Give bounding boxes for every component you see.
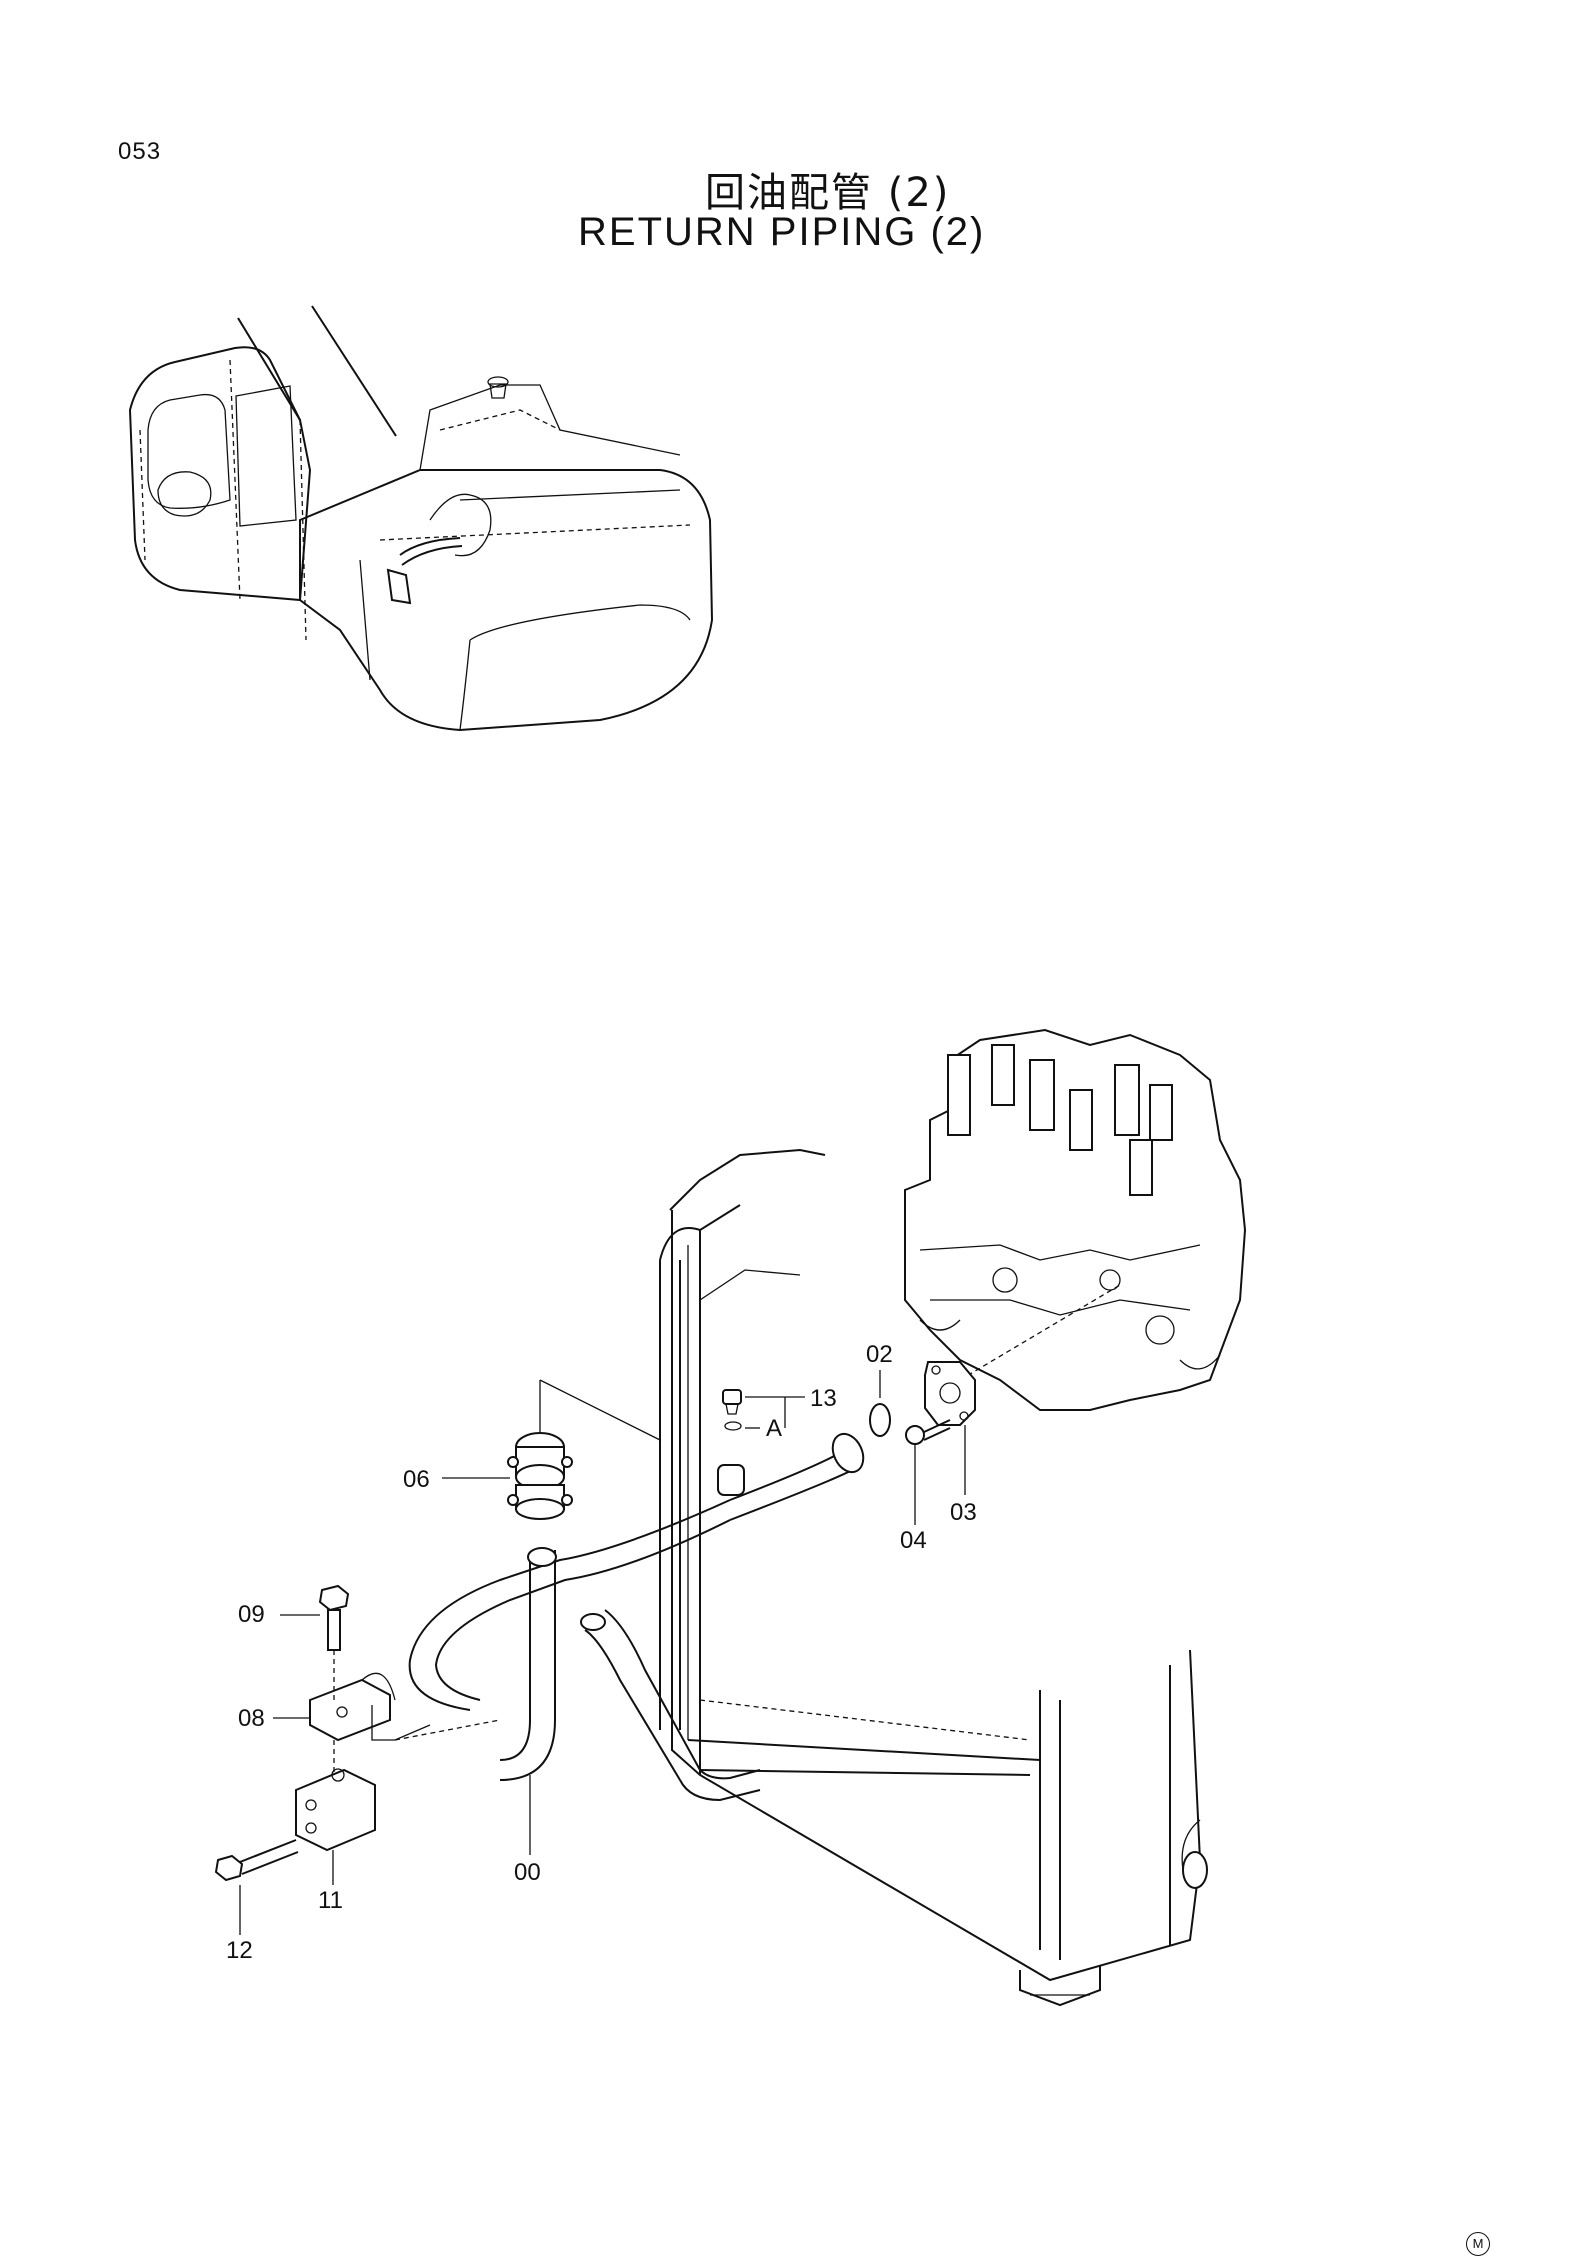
title-english: RETURN PIPING (2) — [578, 210, 986, 254]
callout-03: 03 — [950, 1499, 977, 1526]
callout-09: 09 — [238, 1601, 265, 1628]
hydraulic-tank — [669, 1148, 1208, 2007]
return-pipe-assembly — [408, 1227, 865, 1802]
callout-a: A — [766, 1415, 782, 1442]
control-valve — [904, 1028, 1247, 1411]
page-number: 053 — [118, 138, 162, 165]
callout-02: 02 — [866, 1341, 893, 1368]
callout-04: 04 — [900, 1527, 927, 1554]
callout-00: 00 — [514, 1859, 541, 1886]
callout-12: 12 — [226, 1937, 253, 1964]
excavator-overview — [128, 305, 714, 732]
callout-13: 13 — [810, 1385, 837, 1412]
small-parts — [214, 1361, 976, 1882]
leader-lines — [239, 1370, 966, 1935]
title-japanese: 回油配管 (2) — [705, 170, 951, 216]
callout-06: 06 — [403, 1466, 430, 1493]
callout-08: 08 — [238, 1705, 265, 1732]
footer-mark: M — [1466, 2232, 1490, 2256]
callout-11: 11 — [318, 1887, 343, 1914]
